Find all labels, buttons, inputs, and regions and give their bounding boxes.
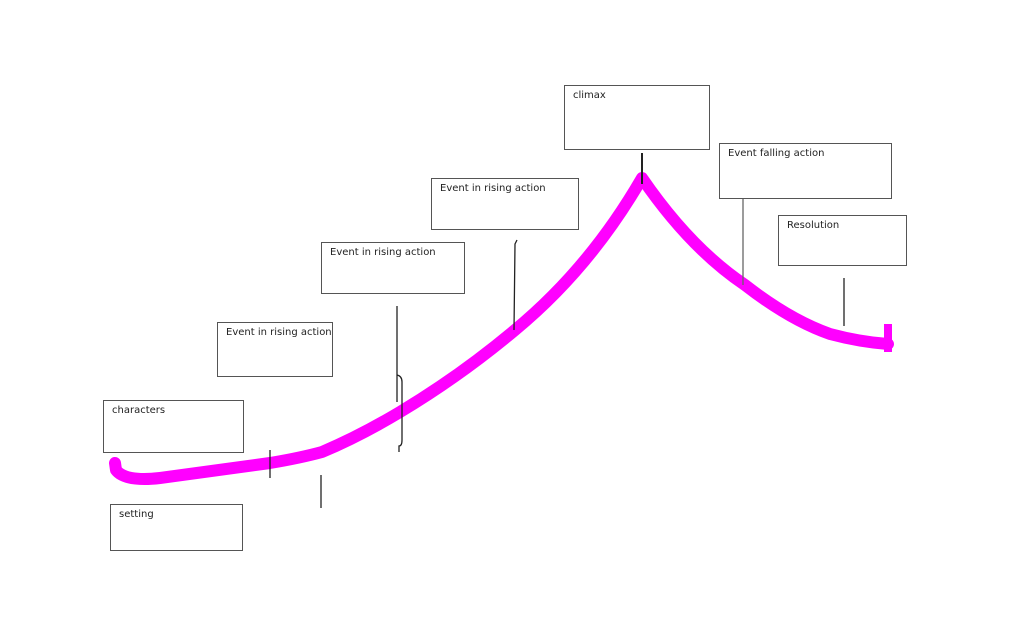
rising-action-label-1: Event in rising action (226, 327, 332, 338)
connector-rising3 (513, 239, 518, 331)
rising-action-label-3: Event in rising action (440, 183, 546, 194)
falling-action-box[interactable]: Event falling action (719, 143, 892, 199)
resolution-box[interactable]: Resolution (778, 215, 907, 266)
rising-action-box-1[interactable]: Event in rising action (217, 322, 333, 377)
characters-box[interactable]: characters (103, 400, 244, 453)
climax-label: climax (573, 90, 606, 101)
climax-box[interactable]: climax (564, 85, 710, 150)
characters-label: characters (112, 405, 166, 416)
rising-action-label-2: Event in rising action (330, 247, 436, 258)
brace-mark (396, 374, 403, 452)
plot-arc-curve (109, 172, 894, 485)
rising-action-box-2[interactable]: Event in rising action (321, 242, 465, 294)
falling-action-label: Event falling action (728, 148, 825, 159)
resolution-label: Resolution (787, 220, 840, 231)
setting-label: setting (119, 509, 154, 520)
rising-action-box-3[interactable]: Event in rising action (431, 178, 579, 230)
setting-box[interactable]: setting (110, 504, 243, 551)
